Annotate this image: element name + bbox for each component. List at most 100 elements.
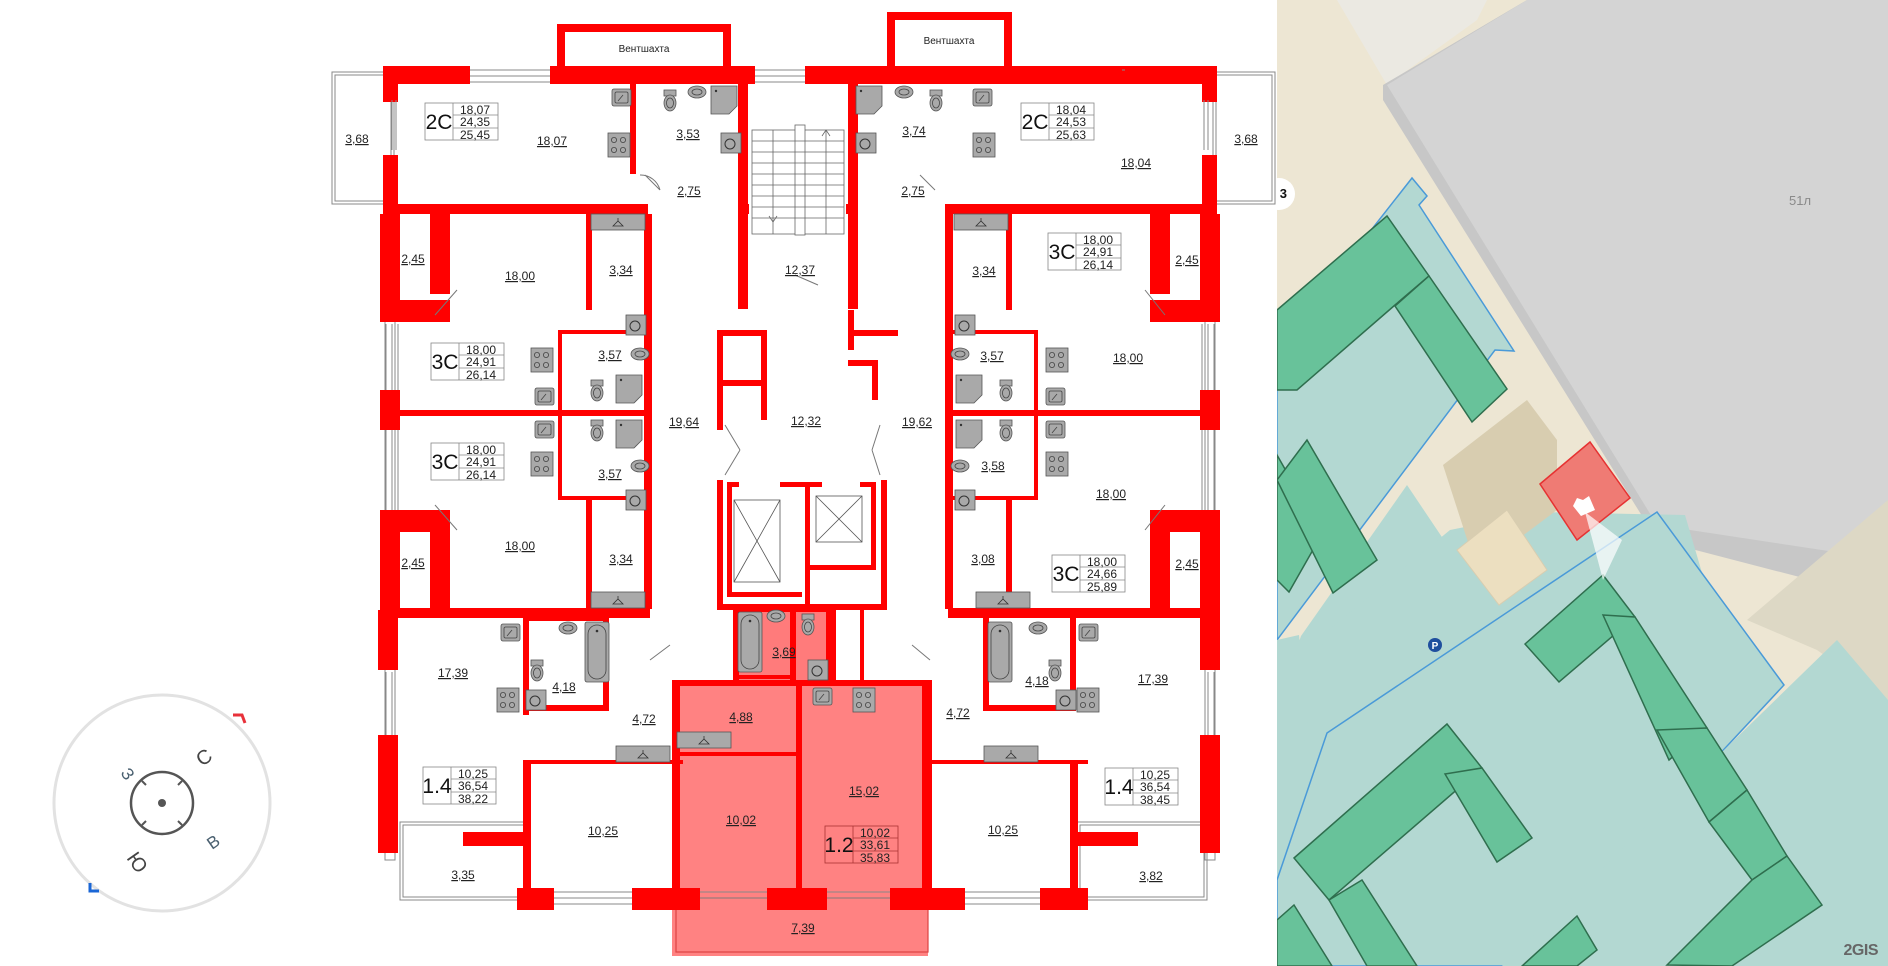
total-area-with-balcony: 25,89 (1087, 580, 1117, 594)
corridor-area-right: 19,62 (902, 415, 932, 429)
apartment-tag[interactable]: 1.4 10,25 36,54 38,22 (422, 766, 497, 806)
room-area: 7,39 (791, 921, 815, 935)
compass-dial: С З В Ю (52, 693, 272, 913)
room-area: 4,18 (1025, 674, 1049, 688)
total-area-with-balcony: 25,45 (460, 128, 490, 142)
staircase (751, 124, 845, 236)
room-area: 18,00 (505, 539, 535, 553)
compass-widget[interactable]: С З В Ю (52, 693, 272, 913)
living-area: 18,04 (1056, 103, 1086, 117)
map-selected-building[interactable] (1539, 440, 1632, 580)
room-area: 17,39 (438, 666, 468, 680)
total-area-with-balcony: 35,83 (860, 851, 890, 865)
room-area: 2,75 (901, 184, 925, 198)
living-area: 10,25 (1140, 768, 1170, 782)
apartment-tag[interactable]: 3С 18,00 24,91 26,14 (430, 442, 505, 482)
apartment-tag[interactable]: 3С 18,00 24,91 26,14 (430, 342, 505, 382)
room-area: 3,57 (598, 348, 622, 362)
room-area: 2,45 (401, 252, 425, 266)
total-area-with-balcony: 38,45 (1140, 793, 1170, 807)
room-area: 18,00 (505, 269, 535, 283)
map-parking-icon[interactable]: P (1428, 638, 1442, 652)
map-building-label: 51л (1789, 193, 1811, 208)
apartment-type: 2С (1022, 111, 1049, 134)
room-area: 3,57 (598, 467, 622, 481)
room-area: 3,74 (902, 124, 926, 138)
apartment-type: 3С (432, 451, 459, 474)
total-area: 24,53 (1056, 115, 1086, 129)
parking-label: P (1432, 641, 1439, 652)
apartment-tag[interactable]: 3С 18,00 24,66 25,89 (1051, 554, 1126, 594)
corridor-area-left: 19,64 (669, 415, 699, 429)
apartment-tag-selected[interactable]: 1.2 10,02 33,61 35,83 (824, 825, 899, 865)
living-area: 18,00 (1087, 555, 1117, 569)
total-area: 24,35 (460, 115, 490, 129)
north-marker-icon (233, 713, 247, 724)
living-area: 10,25 (458, 767, 488, 781)
apartment-tag[interactable]: 3С 18,00 24,91 26,14 (1047, 232, 1122, 272)
total-area: 33,61 (860, 838, 890, 852)
room-area: 3,58 (981, 459, 1005, 473)
room-area: 17,39 (1138, 672, 1168, 686)
room-area: 3,82 (1139, 869, 1163, 883)
total-area: 24,91 (1083, 245, 1113, 259)
total-area: 24,91 (466, 455, 496, 469)
south-marker-icon (88, 883, 99, 893)
living-area: 18,00 (1083, 233, 1113, 247)
room-area: 2,45 (401, 556, 425, 570)
total-area: 36,54 (458, 779, 488, 793)
apartment-type: 1.4 (1104, 776, 1134, 799)
lift-hall-area: 12,32 (791, 414, 821, 428)
map-house-number-badge[interactable]: 3 (1277, 178, 1295, 210)
map-building-51l[interactable]: 51л (1383, 0, 1888, 600)
living-area: 18,00 (466, 443, 496, 457)
room-area: 2,45 (1175, 557, 1199, 571)
map-green-buildings (1277, 214, 1824, 966)
elevator-shafts (733, 495, 863, 583)
room-area: 3,68 (345, 132, 369, 146)
apartment-type: 1.4 (422, 775, 452, 798)
room-area: 3,34 (609, 552, 633, 566)
room-area: 15,02 (849, 784, 879, 798)
room-area-labels: 18,07 3,53 2,75 3,68 18,04 3,74 2,75 3,6… (345, 124, 1258, 935)
apartment-tag[interactable]: 2С 18,07 24,35 25,45 (424, 102, 499, 142)
living-area: 18,07 (460, 103, 490, 117)
vent-shaft-label-left: Вентшахта (619, 44, 670, 55)
apartment-tag[interactable]: 1.4 10,25 36,54 38,45 (1104, 767, 1179, 807)
room-area: 2,45 (1175, 253, 1199, 267)
total-area: 36,54 (1140, 780, 1170, 794)
room-area: 3,34 (609, 263, 633, 277)
room-area: 3,57 (980, 349, 1004, 363)
room-area: 4,88 (729, 710, 753, 724)
apartment-type: 3С (1049, 241, 1076, 264)
walls (378, 12, 1220, 910)
apartment-tag[interactable]: 2С 18,04 24,53 25,63 (1020, 102, 1095, 142)
apartment-type: 1.2 (824, 834, 853, 857)
windows (385, 69, 1215, 905)
total-area-with-balcony: 26,14 (1083, 258, 1113, 272)
apartment-type: 3С (1053, 563, 1080, 586)
room-area: 3,34 (972, 264, 996, 278)
room-area: 3,08 (971, 552, 995, 566)
apartment-type: 3С (432, 351, 459, 374)
room-area: 18,07 (537, 134, 567, 148)
total-area-with-balcony: 26,14 (466, 368, 496, 382)
map-canvas: 51л (1277, 0, 1888, 966)
room-area: 18,00 (1096, 487, 1126, 501)
room-area: 4,72 (632, 712, 656, 726)
doors (434, 174, 1166, 661)
map-view-cone-icon (1585, 512, 1622, 580)
map-logo: 2GIS (1843, 942, 1879, 959)
room-area: 10,25 (988, 823, 1018, 837)
total-area: 24,66 (1087, 567, 1117, 581)
room-area: 3,53 (676, 127, 700, 141)
apartment-tags: 2С 18,07 24,35 25,45 2С 18,04 24,53 25,6… (422, 102, 1179, 865)
room-area: 18,00 (1113, 351, 1143, 365)
room-area: 4,18 (552, 680, 576, 694)
floor-plan: Вентшахта Вентшахта 18,07 3,53 2,75 3,68… (331, 12, 1276, 956)
total-area: 24,91 (466, 355, 496, 369)
floor-plan-panel[interactable]: Вентшахта Вентшахта 18,07 3,53 2,75 3,68… (0, 0, 1277, 966)
map-panel[interactable]: 51л (1277, 0, 1888, 966)
room-area: 10,25 (588, 824, 618, 838)
vent-shaft-labels: Вентшахта Вентшахта (619, 36, 975, 55)
